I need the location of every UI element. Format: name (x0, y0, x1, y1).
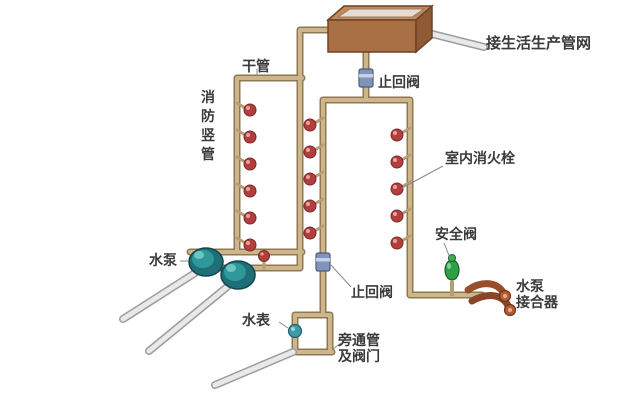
label-domestic-network: 接生活生产管网 (486, 35, 592, 52)
check-valve-mid-fitting (315, 252, 331, 272)
label-fire-riser: 消防竖管 (201, 89, 215, 162)
water-tank (326, 4, 434, 54)
hydrant-knob (303, 172, 317, 186)
label-indoor-hydrant: 室内消火栓 (445, 150, 515, 166)
hydrant-knob (390, 155, 404, 169)
hydrant-knob (303, 226, 317, 240)
hydrant-knob (390, 128, 404, 142)
hydrant-knob (303, 199, 317, 213)
hydrant-knob (243, 130, 257, 144)
hydrant-knob (243, 211, 257, 225)
label-pump-connector: 水泵 接合器 (516, 278, 558, 310)
pipe-network (190, 30, 482, 352)
hydrant-knob (390, 209, 404, 223)
hydrant-knob-highlights (246, 106, 397, 256)
water-pumps (188, 247, 256, 290)
check-valve-top-fitting (358, 68, 374, 88)
hydrant-knob (390, 182, 404, 196)
tank-front-face (327, 19, 417, 53)
tank-side-face (415, 4, 433, 54)
hydrant-knob (258, 250, 270, 262)
hydrant-knob (243, 238, 257, 252)
tank-interior (336, 8, 426, 18)
label-leader-lines (180, 69, 451, 350)
label-bypass-line1: 旁通管 (338, 332, 380, 348)
label-check-valve-mid: 止回阀 (351, 284, 393, 300)
label-pump-connector-line2: 接合器 (516, 294, 558, 310)
label-water-meter: 水表 (242, 312, 270, 328)
pump-connector-fitting (464, 280, 517, 317)
hydrant-knob (303, 145, 317, 159)
hydrant-knob (303, 118, 317, 132)
hydrant-valve-stems (235, 101, 412, 270)
water-meter-fitting (287, 323, 303, 339)
label-check-valve-top: 止回阀 (378, 74, 420, 90)
label-bypass-line2: 及阀门 (338, 348, 380, 364)
label-main-pipe: 干管 (242, 58, 270, 74)
hydrant-knob (243, 184, 257, 198)
hydrant-knob (243, 157, 257, 171)
label-pump-connector-line1: 水泵 (516, 278, 544, 294)
label-bypass-pipe: 旁通管 及阀门 (338, 332, 380, 364)
hydrant-knob (390, 236, 404, 250)
label-safety-valve: 安全阀 (435, 226, 477, 242)
hydrant-knob (243, 103, 257, 117)
label-water-pump: 水泵 (149, 252, 177, 268)
safety-valve-fitting (444, 254, 460, 296)
